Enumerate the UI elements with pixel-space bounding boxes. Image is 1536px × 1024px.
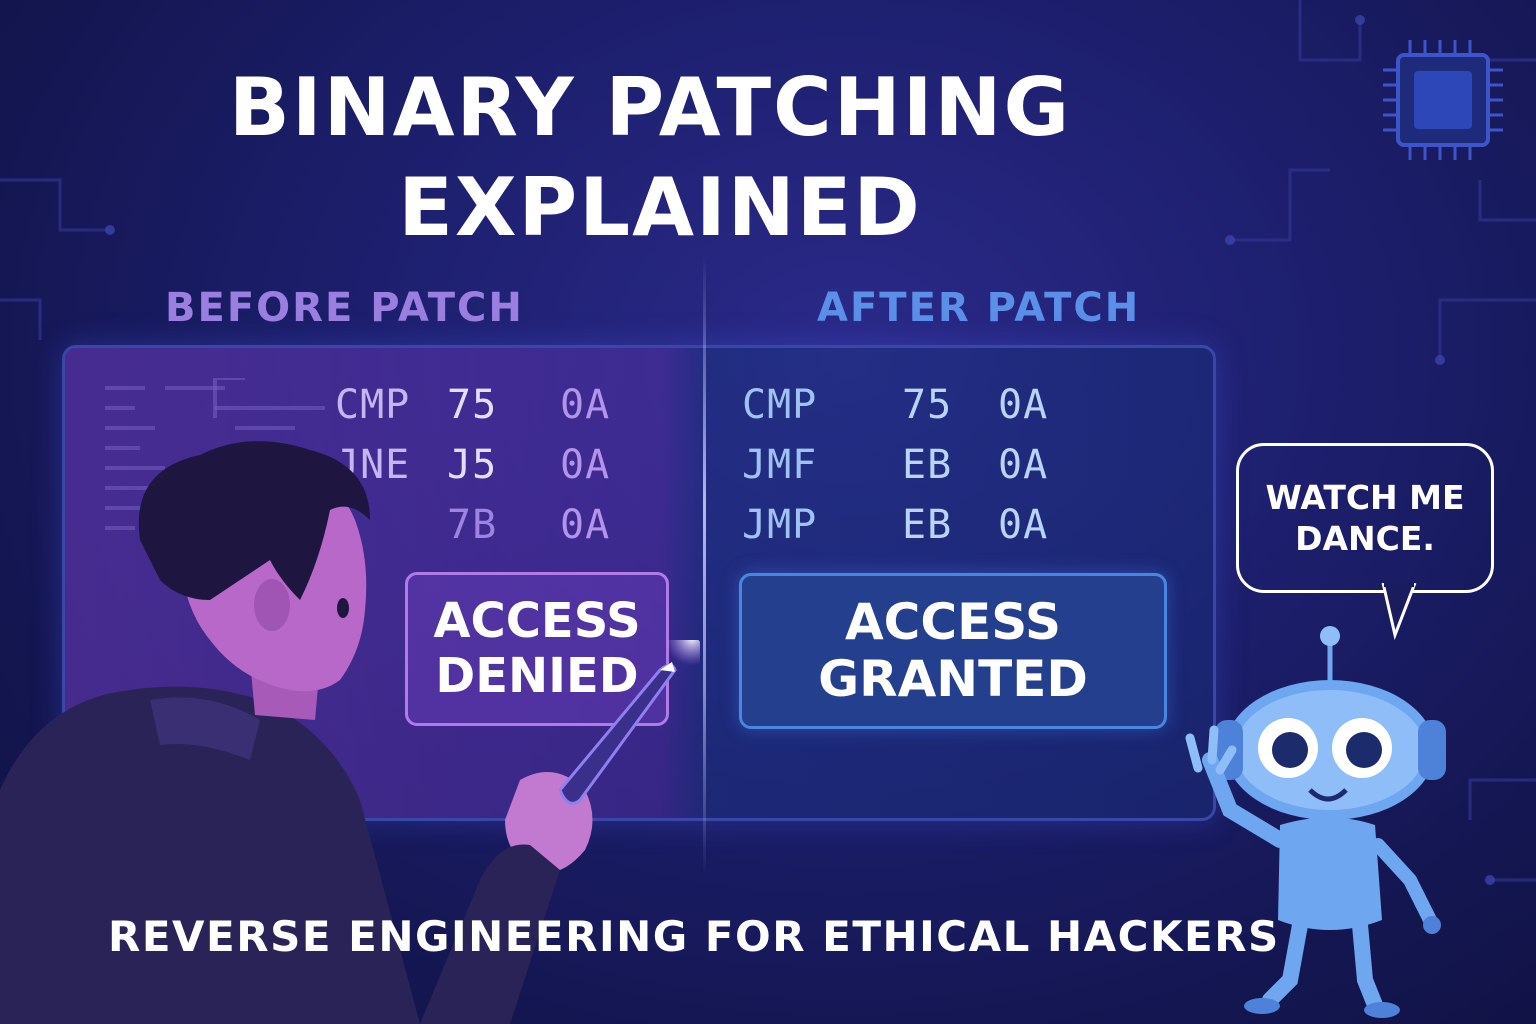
subtitle: REVERSE ENGINEERING FOR ETHICAL HACKERS	[108, 912, 1280, 961]
byte-1: 7B	[447, 502, 498, 548]
access-granted-box: ACCESS GRANTED	[739, 573, 1167, 729]
robot-illustration	[1185, 626, 1446, 1018]
byte-1: EB	[902, 442, 953, 488]
access-granted-line2: GRANTED	[818, 650, 1088, 708]
speech-bubble: WATCH ME DANCE.	[1236, 443, 1494, 593]
before-after-divider	[703, 255, 706, 875]
byte-1: 75	[902, 382, 953, 428]
opcode: CMP	[335, 382, 411, 428]
code-row: CMP 75 0A	[742, 375, 1048, 435]
speech-bubble-line2: DANCE.	[1295, 519, 1435, 558]
byte-2: 0A	[998, 382, 1049, 428]
opcode: CMP	[742, 382, 818, 428]
code-row: JMF EB 0A	[742, 435, 1048, 495]
byte-2: 0A	[560, 442, 611, 488]
stylus-icon	[558, 640, 700, 805]
byte-1: 75	[447, 382, 498, 428]
code-row: JNE J5 0A	[335, 435, 610, 495]
before-code-listing: CMP 75 0A JNE J5 0A 7B 0A	[335, 375, 610, 555]
access-denied-line1: ACCESS	[433, 592, 641, 649]
title-line-1: BINARY PATCHING	[228, 61, 1072, 154]
after-patch-label: AFTER PATCH	[817, 285, 1141, 331]
byte-1: J5	[447, 442, 498, 488]
before-patch-label: BEFORE PATCH	[165, 285, 524, 331]
title-line-2: EXPLAINED	[398, 161, 922, 254]
code-row: 7B 0A	[335, 495, 610, 555]
chip-icon	[1383, 40, 1503, 160]
byte-2: 0A	[998, 442, 1049, 488]
access-granted-line1: ACCESS	[844, 592, 1061, 651]
speech-bubble-tail	[1381, 583, 1417, 641]
access-denied-box: ACCESS DENIED	[405, 572, 669, 726]
byte-2: 0A	[560, 502, 611, 548]
speech-bubble-line1: WATCH ME	[1265, 477, 1465, 517]
code-row: CMP 75 0A	[335, 375, 610, 435]
hacker-illustration	[0, 441, 593, 1024]
byte-2: 0A	[560, 382, 611, 428]
opcode: JMP	[742, 502, 818, 548]
byte-1: EB	[902, 502, 953, 548]
access-denied-line2: DENIED	[435, 648, 639, 704]
opcode: JMF	[742, 442, 818, 488]
after-code-listing: CMP 75 0A JMF EB 0A JMP EB 0A	[742, 375, 1048, 555]
byte-2: 0A	[998, 502, 1049, 548]
code-row: JMP EB 0A	[742, 495, 1048, 555]
